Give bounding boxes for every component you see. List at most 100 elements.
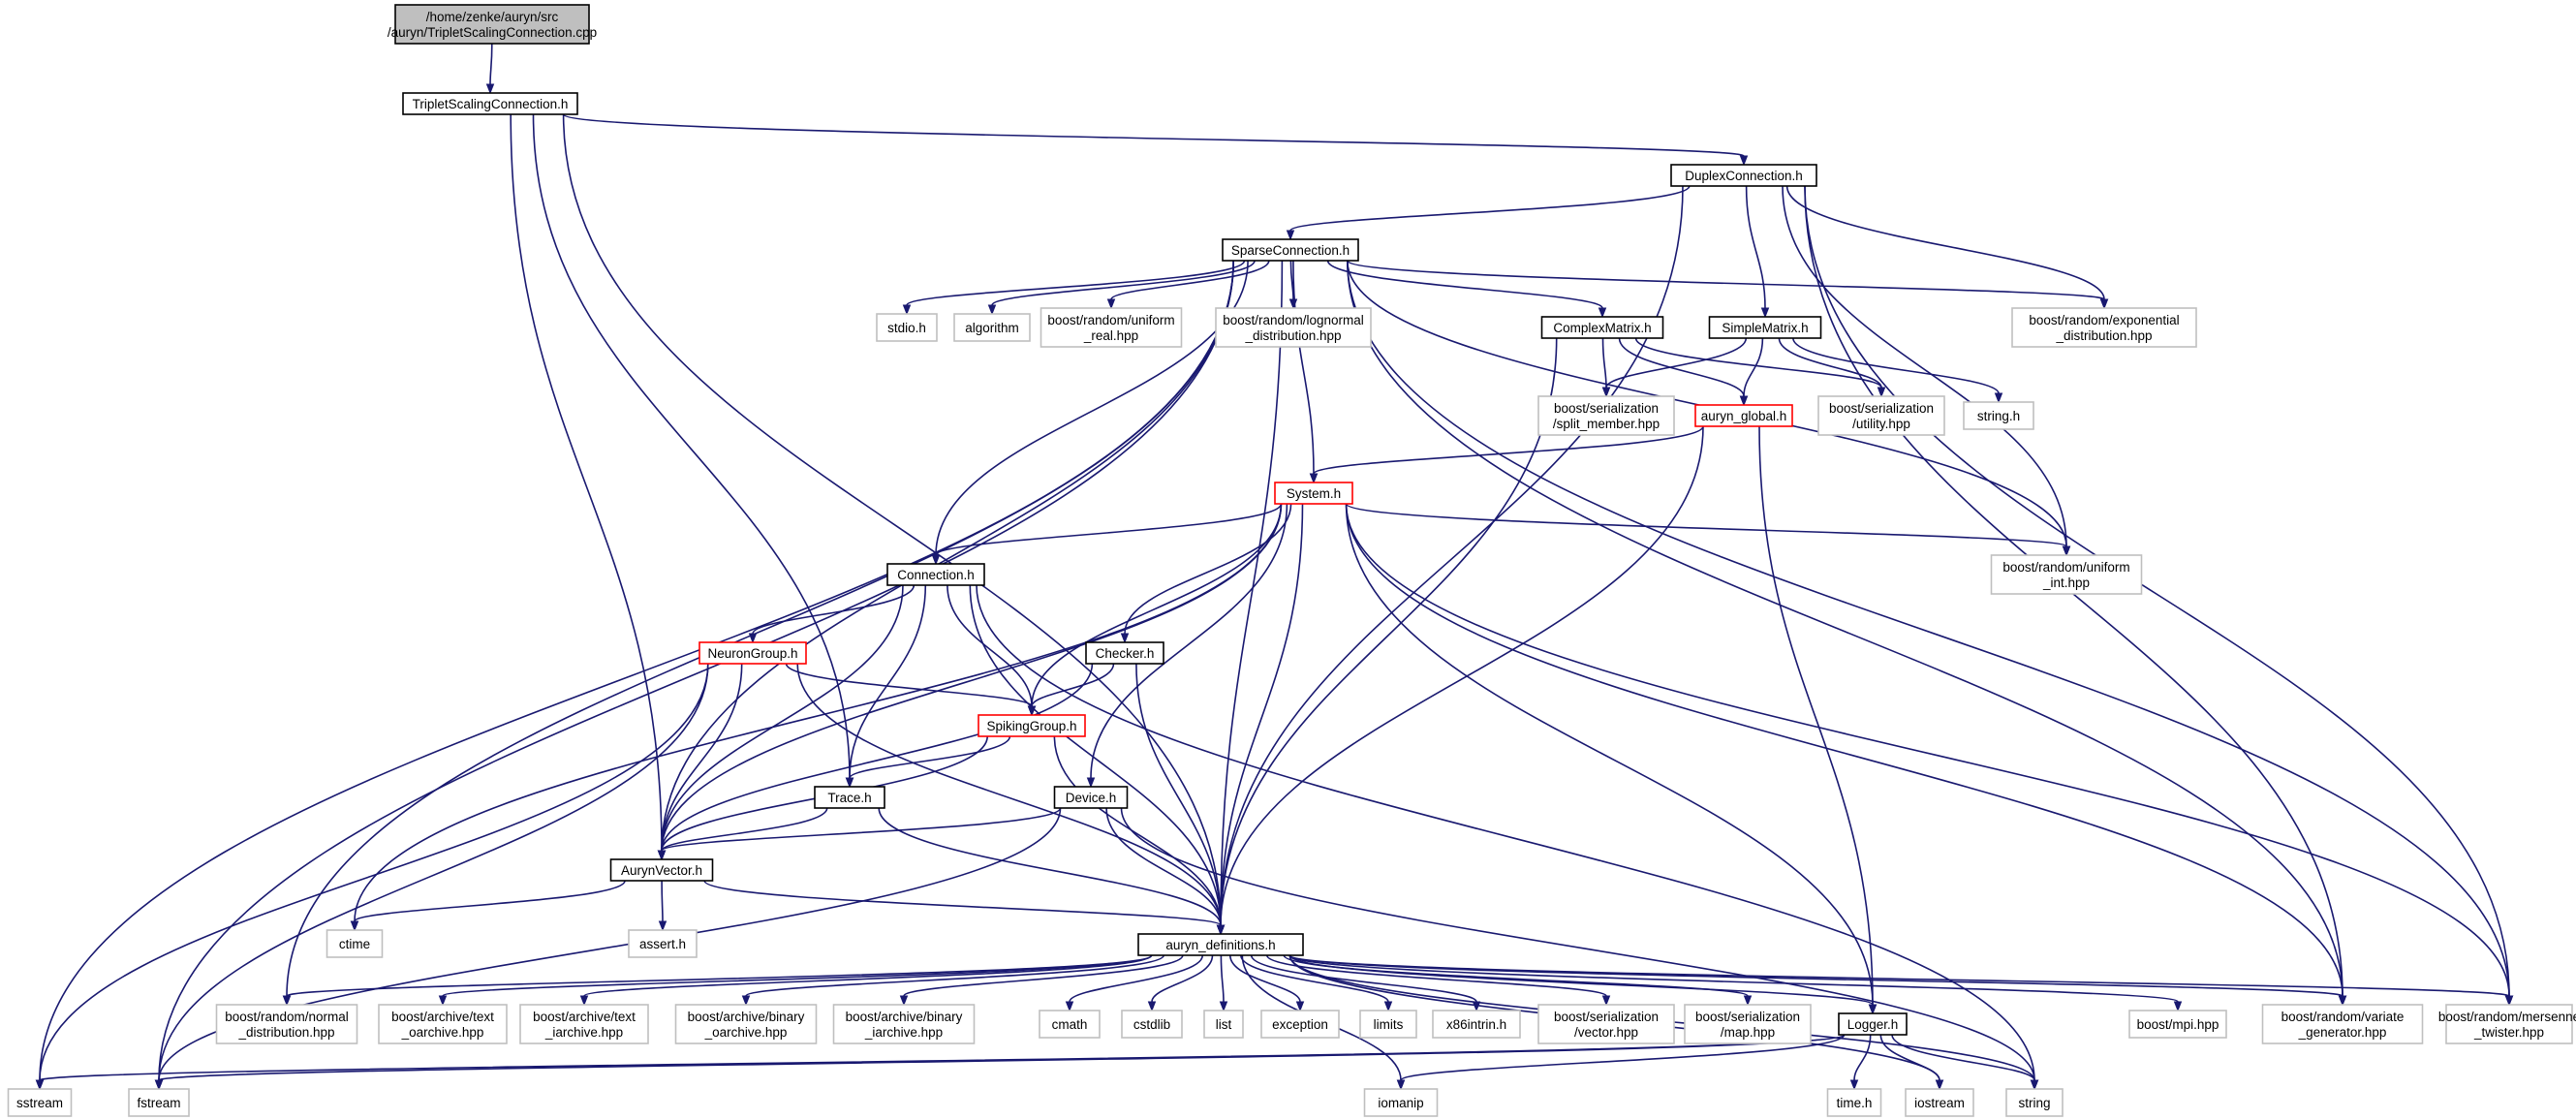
- node-bin_i: boost/archive/binary_iarchive.hpp: [832, 1004, 976, 1044]
- edge-sparse-to-algorithm: [987, 260, 1256, 316]
- node-label: string: [2018, 1096, 2050, 1110]
- node-trace[interactable]: Trace.h: [814, 786, 885, 809]
- node-label: boost/archive/binary: [688, 1010, 805, 1024]
- node-label: boost/random/mersenne: [2438, 1010, 2576, 1024]
- node-label: boost/mpi.hpp: [2137, 1017, 2219, 1032]
- node-x86: x86intrin.h: [1432, 1010, 1521, 1039]
- node-label: AurynVector.h: [621, 863, 702, 878]
- node-label: boost/random/lognormal: [1223, 313, 1364, 327]
- node-box: [978, 714, 1086, 737]
- edge-trace-to-defs: [878, 807, 1226, 936]
- node-box: [1137, 933, 1304, 956]
- node-box: [1540, 316, 1664, 339]
- node-text_i: boost/archive/text_iarchive.hpp: [519, 1004, 649, 1044]
- node-box: [519, 1004, 649, 1044]
- node-bin_o: boost/archive/binary_oarchive.hpp: [674, 1004, 818, 1044]
- node-box: [1359, 1010, 1417, 1039]
- edge-tsc-to-defs: [562, 113, 1226, 936]
- edge-system-to-ctime: [350, 503, 1283, 932]
- node-label: sstream: [16, 1096, 63, 1110]
- node-checker[interactable]: Checker.h: [1085, 641, 1164, 665]
- node-box: [886, 563, 985, 586]
- node-label: /split_member.hpp: [1553, 417, 1660, 431]
- edge-logger-to-iostream: [1879, 1034, 1944, 1091]
- edge-system-to-mersenne: [1345, 503, 2514, 1007]
- node-box: [7, 1088, 73, 1117]
- node-string: string: [2005, 1088, 2064, 1117]
- node-tsc[interactable]: TripletScalingConnection.h: [402, 92, 578, 115]
- edge-sparse-to-fstream: [154, 260, 1234, 1091]
- node-vector[interactable]: AurynVector.h: [609, 858, 714, 882]
- node-label: string.h: [1977, 409, 2020, 423]
- edge-sparse-to-sstream: [35, 260, 1234, 1091]
- node-box: [1670, 164, 1817, 187]
- node-label: TripletScalingConnection.h: [413, 97, 569, 111]
- node-box: [2011, 307, 2197, 348]
- node-system[interactable]: System.h: [1274, 482, 1353, 505]
- node-box: [814, 786, 885, 809]
- node-label: cmath: [1052, 1017, 1088, 1032]
- node-label: SpikingGroup.h: [986, 719, 1076, 733]
- node-label: /auryn/TripletScalingConnection.cpp: [388, 25, 597, 40]
- edge-sparse-to-stdio: [902, 260, 1246, 316]
- node-device[interactable]: Device.h: [1053, 786, 1129, 809]
- edge-sparse-to-connection: [931, 260, 1249, 566]
- edge-spiking-to-trace: [845, 735, 1011, 789]
- node-normal: boost/random/normal_distribution.hpp: [215, 1004, 358, 1044]
- node-ctime: ctime: [326, 929, 384, 958]
- edge-global-to-system: [1309, 425, 1704, 484]
- node-label: ctime: [339, 937, 370, 951]
- node-box: [1817, 395, 1945, 436]
- node-limits: limits: [1359, 1010, 1417, 1039]
- node-duplex[interactable]: DuplexConnection.h: [1670, 164, 1817, 187]
- node-label: boost/serialization: [1554, 1010, 1659, 1024]
- edge-tsc-to-duplex: [562, 113, 1749, 167]
- node-box: [1963, 401, 2034, 430]
- node-defs[interactable]: auryn_definitions.h: [1137, 933, 1304, 956]
- node-exception: exception: [1260, 1010, 1340, 1039]
- node-box: [394, 4, 590, 45]
- node-box: [1432, 1010, 1521, 1039]
- node-label: boost/archive/binary: [846, 1010, 963, 1024]
- node-box: [2128, 1010, 2227, 1039]
- node-box: [1990, 554, 2143, 595]
- edge-system-to-checker: [1120, 503, 1292, 644]
- node-simple[interactable]: SimpleMatrix.h: [1708, 316, 1822, 339]
- node-svector: boost/serialization/vector.hpp: [1537, 1004, 1675, 1044]
- node-iostream: iostream: [1905, 1088, 1974, 1117]
- edge-defs-to-mpi: [1288, 954, 2183, 1012]
- edge-logger-to-fstream: [154, 1034, 1846, 1091]
- node-asserth: assert.h: [628, 929, 698, 958]
- edge-defs-to-mersenne: [1288, 954, 2514, 1007]
- node-spiking[interactable]: SpikingGroup.h: [978, 714, 1086, 737]
- node-box: [215, 1004, 358, 1044]
- node-label: boost/random/variate: [2281, 1010, 2405, 1024]
- edge-defs-to-bin_i: [899, 954, 1184, 1007]
- node-box: [628, 929, 698, 958]
- node-root[interactable]: /home/zenke/auryn/src/auryn/TripletScali…: [388, 4, 597, 45]
- edge-logger-to-string: [1891, 1034, 2039, 1091]
- node-iomanip: iomanip: [1363, 1088, 1439, 1117]
- node-label: boost/archive/text: [391, 1010, 494, 1024]
- node-label: boost/archive/text: [533, 1010, 636, 1024]
- node-global[interactable]: auryn_global.h: [1694, 404, 1793, 427]
- edge-defs-to-list: [1219, 954, 1228, 1012]
- node-connection[interactable]: Connection.h: [886, 563, 985, 586]
- edge-duplex-to-simple: [1745, 185, 1770, 319]
- node-label: _iarchive.hpp: [544, 1025, 623, 1040]
- node-neurongroup[interactable]: NeuronGroup.h: [698, 641, 807, 665]
- edge-system-to-variate: [1345, 503, 2347, 1007]
- edge-defs-to-variate: [1288, 954, 2347, 1007]
- node-label: algorithm: [965, 321, 1019, 335]
- edge-connection-to-spiking: [947, 584, 1037, 717]
- node-box: [402, 92, 578, 115]
- node-logger[interactable]: Logger.h: [1838, 1012, 1908, 1036]
- nodes-layer: /home/zenke/auryn/src/auryn/TripletScali…: [7, 4, 2576, 1117]
- node-sparse[interactable]: SparseConnection.h: [1222, 238, 1359, 262]
- edge-complex-to-defs: [1216, 337, 1558, 936]
- node-box: [128, 1088, 190, 1117]
- node-lognormal: boost/random/lognormal_distribution.hpp: [1215, 307, 1372, 348]
- edge-defs-to-exception: [1229, 954, 1305, 1012]
- node-complex[interactable]: ComplexMatrix.h: [1540, 316, 1664, 339]
- node-label: auryn_global.h: [1701, 409, 1787, 423]
